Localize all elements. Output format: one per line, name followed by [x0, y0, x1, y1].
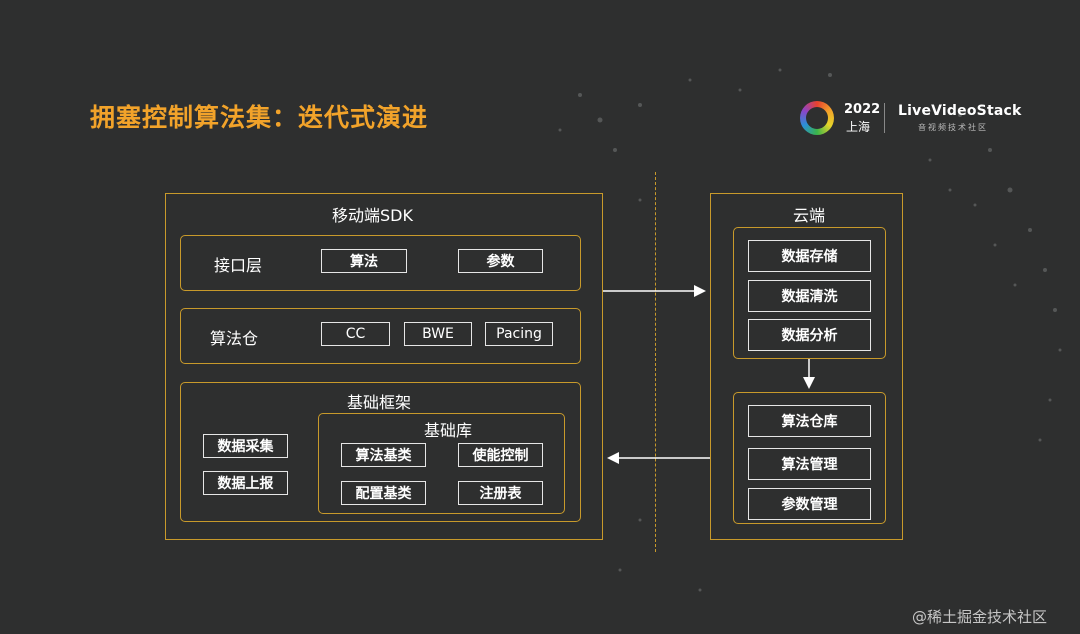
base-framework-box: [180, 382, 581, 522]
data-cleaning-box: 数据清洗: [748, 280, 871, 312]
data-analysis-box: 数据分析: [748, 319, 871, 351]
algorithm-repo-box: [180, 308, 581, 364]
watermark: @稀土掘金技术社区: [912, 608, 1048, 626]
logo-year: 2022: [844, 102, 881, 117]
data-collection-box: 数据采集: [203, 434, 288, 458]
cloud-data-group: [733, 227, 886, 359]
cloud-algorithm-group: [733, 392, 886, 524]
algorithm-management-box: 算法管理: [748, 448, 871, 480]
logo-brand: LiveVideoStack: [898, 103, 1022, 119]
bwe-box: BWE: [404, 322, 472, 346]
page-title: 拥塞控制算法集：迭代式演进: [90, 103, 429, 132]
parameter-management-box: 参数管理: [748, 488, 871, 520]
mobile-sdk-panel: [165, 193, 603, 540]
config-base-class-box: 配置基类: [341, 481, 426, 505]
algorithm-warehouse-box: 算法仓库: [748, 405, 871, 437]
event-logo: 2022 上海 LiveVideoStack 音视频技术社区: [800, 100, 1021, 136]
pacing-box: Pacing: [485, 322, 553, 346]
ring-center: [806, 107, 828, 129]
interface-layer-label: 接口层: [214, 256, 263, 275]
base-framework-label: 基础框架: [347, 393, 412, 412]
mobile-sdk-title: 移动端SDK: [332, 206, 413, 225]
interface-parameter-box: 参数: [458, 249, 543, 273]
data-storage-box: 数据存储: [748, 240, 871, 272]
cc-box: CC: [321, 322, 390, 346]
base-library-box: [318, 413, 565, 514]
cloud-panel: [710, 193, 903, 540]
logo-separator: [884, 103, 885, 133]
base-library-label: 基础库: [424, 421, 473, 440]
algorithm-repo-label: 算法仓: [210, 329, 259, 348]
interface-algorithm-box: 算法: [321, 249, 407, 273]
interface-layer-box: [180, 235, 581, 291]
logo-subtitle: 音视频技术社区: [918, 123, 988, 132]
section-divider: [655, 172, 656, 552]
logo-city: 上海: [846, 120, 871, 134]
cloud-title: 云端: [793, 206, 826, 225]
algorithm-base-class-box: 算法基类: [341, 443, 426, 467]
enable-control-box: 使能控制: [458, 443, 543, 467]
registry-box: 注册表: [458, 481, 543, 505]
data-report-box: 数据上报: [203, 471, 288, 495]
